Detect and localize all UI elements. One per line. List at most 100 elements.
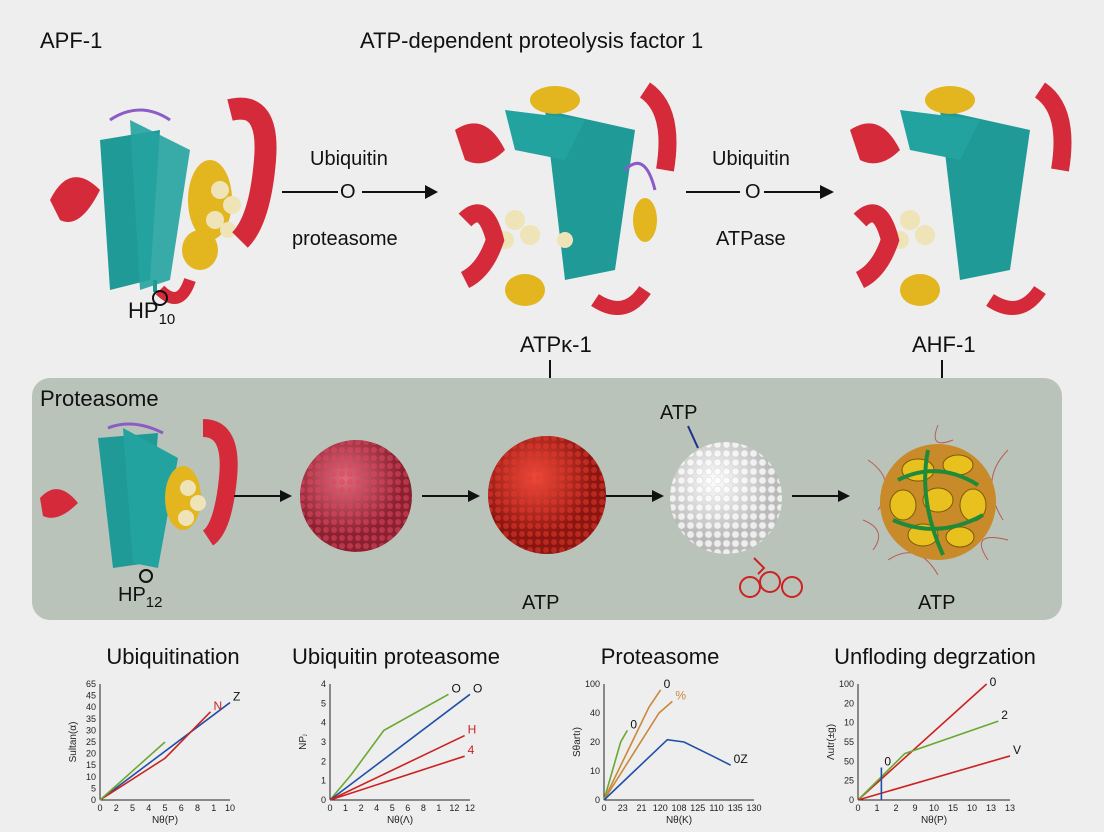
x-tick-label: 6 (179, 803, 184, 813)
x-tick-label: 1 (436, 803, 441, 813)
series-line (603, 689, 662, 801)
red-rings-icon (739, 557, 803, 598)
y-tick-label: 0 (91, 795, 96, 805)
y-tick-label: 50 (844, 756, 854, 766)
x-tick-label: 135 (728, 803, 743, 813)
x-tick-label: 120 (653, 803, 668, 813)
series-label: 2 (1001, 708, 1008, 722)
series-label: Z (233, 690, 240, 704)
protein-structure-3 (850, 82, 1072, 315)
protein-structure-panel (40, 419, 238, 568)
series-line (603, 730, 629, 801)
x-tick-label: 5 (130, 803, 135, 813)
folded-complex (862, 424, 1009, 576)
x-tick-label: 10 (929, 803, 939, 813)
series-line (857, 720, 999, 801)
series-label: 0 (664, 677, 671, 691)
panel-arrow-3 (606, 490, 664, 502)
y-tick-label: 100 (585, 679, 600, 689)
y-axis-label: Sultan(α) (68, 722, 79, 763)
y-tick-label: 40 (86, 702, 96, 712)
series-line (329, 734, 465, 801)
series-line (603, 738, 732, 801)
y-tick-label: 30 (86, 725, 96, 735)
y-tick-label: 40 (590, 708, 600, 718)
x-tick-label: 0 (327, 803, 332, 813)
series-line (99, 701, 231, 801)
series-label: 4 (468, 743, 475, 757)
y-axis-label: Sθartı) (572, 727, 583, 757)
y-tick-label: 5 (91, 783, 96, 793)
x-tick-label: 10 (967, 803, 977, 813)
x-tick-label: 9 (912, 803, 917, 813)
chart1-title: Ubiquitination (106, 644, 240, 669)
y-tick-label: 25 (86, 737, 96, 747)
y-tick-label: 10 (844, 718, 854, 728)
series-line (329, 755, 465, 801)
x-tick-label: 130 (746, 803, 761, 813)
series-label: % (675, 688, 686, 702)
sphere-white (670, 442, 782, 554)
y-tick-label: 0 (849, 795, 854, 805)
x-tick-label: 2 (893, 803, 898, 813)
y-tick-label: 55 (844, 737, 854, 747)
series-line (99, 741, 166, 801)
x-tick-label: 5 (390, 803, 395, 813)
sphere-red (488, 436, 606, 554)
apf1-label: APF-1 (40, 28, 103, 53)
sphere-pink (300, 440, 412, 552)
arrow1 (282, 185, 438, 199)
panel-title: Proteasome (40, 386, 159, 411)
x-tick-label: 2 (359, 803, 364, 813)
series-line (857, 755, 1011, 801)
y-tick-label: 5 (321, 698, 326, 708)
x-tick-label: 5 (162, 803, 167, 813)
arrow1-mid-label: O (340, 181, 356, 203)
series-line (857, 683, 988, 801)
x-axis-label: Nθ(P) (921, 815, 947, 826)
series-line (603, 700, 673, 801)
y-tick-label: 0 (595, 795, 600, 805)
arrow2-bottom-label: ATPase (716, 228, 786, 250)
x-tick-label: 0 (855, 803, 860, 813)
chart4-title: Unfloding degrzation (834, 644, 1036, 669)
y-tick-label: 10 (86, 772, 96, 782)
series-label: V (1013, 743, 1021, 757)
protein-label-hp12: HP12 (118, 584, 162, 611)
atp-pointer (687, 425, 699, 449)
x-tick-label: 8 (195, 803, 200, 813)
x-tick-label: 6 (405, 803, 410, 813)
y-tick-label: 100 (839, 679, 854, 689)
atp-label-1: ATP (522, 592, 560, 614)
y-tick-label: 2 (321, 756, 326, 766)
x-axis-label: Nθ(Λ) (387, 815, 413, 826)
x-tick-label: 0 (601, 803, 606, 813)
series-label: O (473, 681, 482, 695)
arrow2-top-label: Ubiquitin (712, 148, 790, 170)
y-tick-label: 3 (321, 737, 326, 747)
x-tick-label: 4 (374, 803, 379, 813)
protein-structure-2 (455, 82, 677, 315)
series-label: 0 (990, 676, 997, 689)
protein-label-hp10: HP10 (128, 298, 175, 328)
series-label: O (451, 681, 460, 695)
y-tick-label: 25 (844, 776, 854, 786)
y-tick-label: 15 (86, 760, 96, 770)
y-tick-label: 35 (86, 714, 96, 724)
x-tick-label: 12 (465, 803, 475, 813)
series-label: 0 (630, 717, 637, 731)
x-tick-label: 23 (618, 803, 628, 813)
x-tick-label: 110 (709, 803, 723, 813)
y-tick-label: 4 (321, 718, 326, 728)
y-tick-label: 20 (844, 698, 854, 708)
x-axis-label: Nθ(P) (152, 815, 178, 826)
x-tick-label: 12 (449, 803, 459, 813)
arrow1-bottom-label: proteasome (292, 228, 398, 250)
series-line (329, 693, 449, 801)
x-tick-label: 108 (671, 803, 686, 813)
y-tick-label: 20 (590, 737, 600, 747)
